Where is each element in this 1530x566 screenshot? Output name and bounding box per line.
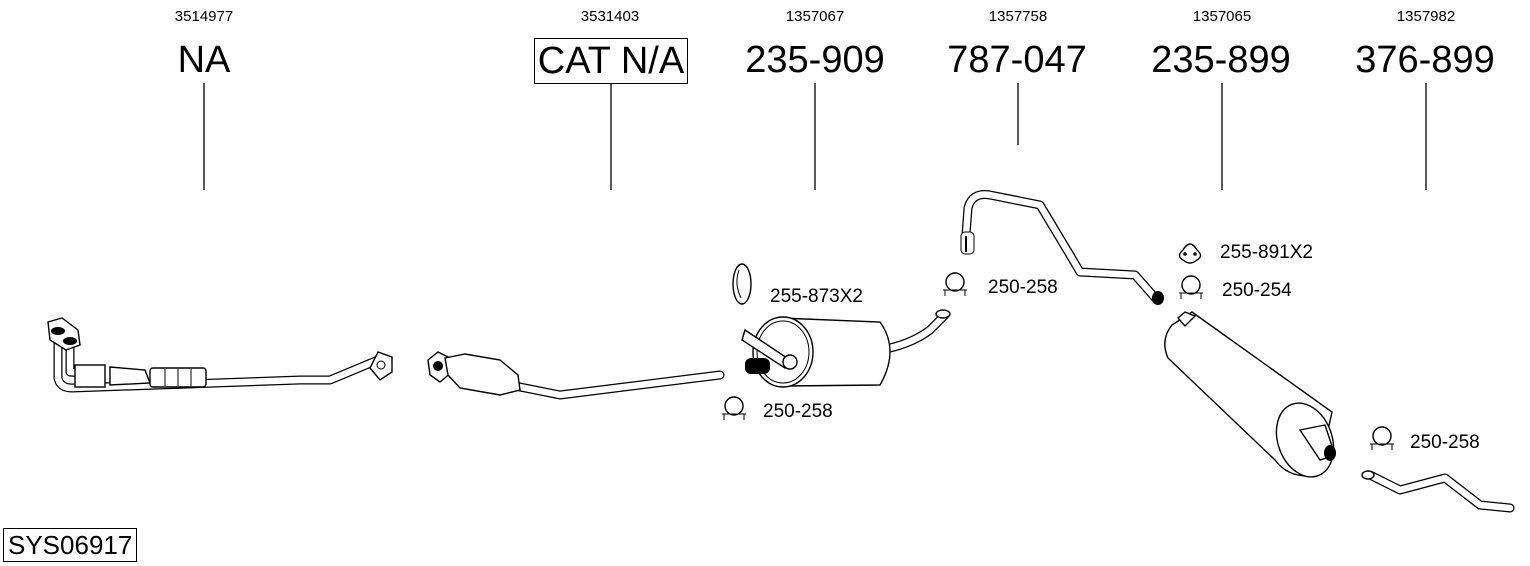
- pipe-clamp-icon: [722, 396, 746, 420]
- pipe-clamp-icon: [1370, 426, 1394, 450]
- rear-muffler-part[interactable]: [1164, 311, 1344, 485]
- accessory-label[interactable]: 250-254: [1222, 280, 1292, 301]
- part-number-1: 3514977: [174, 8, 234, 25]
- part-label-1[interactable]: NA: [177, 39, 231, 81]
- part-label-6[interactable]: 376-899: [1355, 39, 1495, 81]
- part-label-5[interactable]: 235-899: [1151, 39, 1291, 81]
- accessory-label[interactable]: 250-258: [763, 401, 833, 422]
- part-number-2: 3531403: [580, 8, 640, 25]
- catalytic-converter-part[interactable]: [427, 351, 725, 400]
- tail-pipe-part[interactable]: [1361, 470, 1515, 513]
- accessory-label[interactable]: 255-873X2: [770, 286, 863, 307]
- part-label-4[interactable]: 787-047: [947, 39, 1087, 81]
- pipe-clamp-icon: [1179, 275, 1203, 299]
- part-number-3: 1357067: [785, 8, 845, 25]
- accessory-label[interactable]: 250-258: [988, 277, 1058, 298]
- part-number-4: 1357758: [988, 8, 1048, 25]
- middle-muffler-part[interactable]: [741, 309, 951, 388]
- intermediate-pipe-part[interactable]: [960, 190, 1164, 305]
- part-number-6: 1357982: [1396, 8, 1456, 25]
- accessory-label[interactable]: 250-258: [1410, 432, 1480, 453]
- rubber-hanger-icon: [1178, 243, 1202, 264]
- accessory-label[interactable]: 255-891X2: [1220, 242, 1313, 263]
- part-number-5: 1357065: [1192, 8, 1252, 25]
- pipe-clamp-icon: [943, 272, 967, 296]
- gasket-ring-icon: [732, 263, 752, 305]
- system-code: SYS06917: [3, 528, 138, 562]
- front-pipe-part[interactable]: [47, 317, 393, 393]
- part-label-3[interactable]: 235-909: [745, 39, 885, 81]
